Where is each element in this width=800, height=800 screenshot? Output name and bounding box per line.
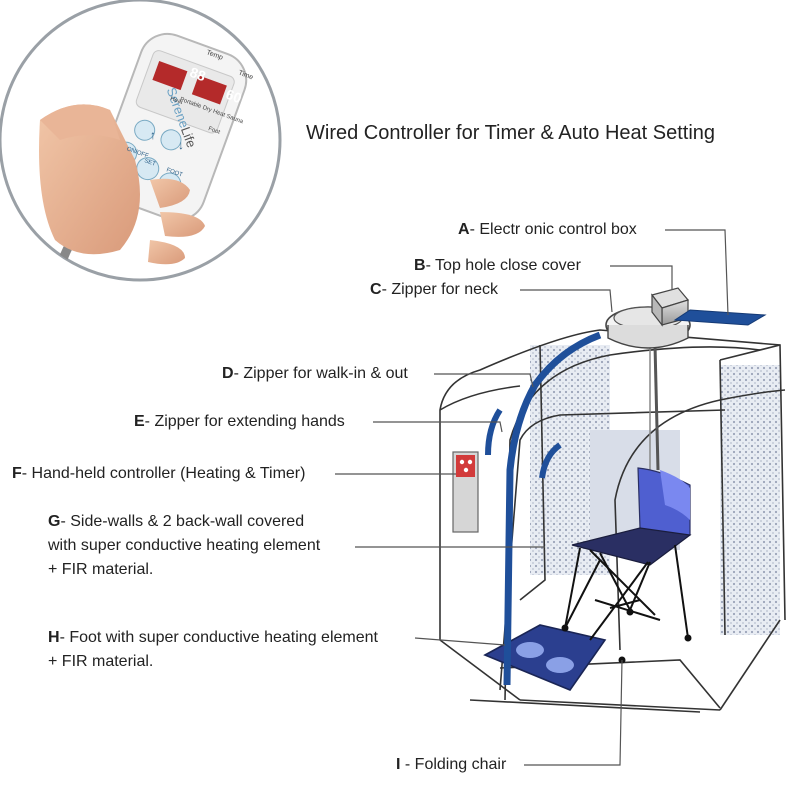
control-box	[650, 287, 767, 327]
controller-foot-button: FOOT	[165, 167, 184, 179]
label-d-letter: D	[222, 365, 234, 382]
label-g-line2: with super conductive heating element	[48, 537, 321, 554]
controller-display-temp: 88	[187, 63, 208, 85]
side-wall-panel-right	[720, 365, 780, 635]
label-h-text: - Foot with super conductive heating ele…	[59, 629, 378, 646]
label-e: E- Zipper for extending hands	[134, 410, 345, 434]
label-g: G- Side-walls & 2 back-wall covered with…	[48, 510, 320, 582]
controller-set-button: SET	[143, 158, 157, 168]
label-i: I - Folding chair	[396, 753, 506, 777]
controller-display-time: 60	[223, 85, 244, 107]
leader-lines	[335, 229, 729, 766]
label-e-letter: E	[134, 413, 145, 430]
label-a-letter: A	[458, 221, 470, 238]
label-b: B- Top hole close cover	[414, 254, 581, 278]
label-i-text: - Folding chair	[400, 756, 507, 773]
label-a-text: - Electr onic control box	[469, 221, 637, 238]
controller-label-time: Time	[237, 69, 255, 82]
label-b-letter: B	[414, 257, 426, 274]
label-c-letter: C	[370, 281, 382, 298]
controller-down-arrow-icon: ↓	[178, 138, 184, 152]
controller-photo-text: 88 60 Temp Time SereneLife Portable Dry …	[0, 0, 280, 280]
label-g-letter: G	[48, 513, 61, 530]
label-h-letter: H	[48, 629, 60, 646]
folding-chair	[561, 467, 692, 664]
label-e-text: - Zipper for extending hands	[144, 413, 345, 430]
zippers	[485, 331, 660, 686]
label-g-line3: + FIR material.	[48, 561, 154, 578]
label-g-text: - Side-walls & 2 back-wall covered	[60, 513, 305, 530]
label-h: H- Foot with super conductive heating el…	[48, 626, 378, 674]
label-i-letter: I	[396, 756, 401, 773]
hanging-controller	[452, 451, 479, 533]
controller-up-arrow-icon: ↑	[150, 128, 156, 142]
label-b-text: - Top hole close cover	[425, 257, 581, 274]
label-h-line2: + FIR material.	[48, 653, 154, 670]
controller-label-foot: Foot	[207, 126, 221, 136]
label-d: D- Zipper for walk-in & out	[222, 362, 408, 386]
controller-label-temp: Temp	[205, 49, 224, 62]
controller-photo	[0, 0, 282, 282]
label-f: F- Hand-held controller (Heating & Timer…	[12, 462, 305, 486]
sauna-tent	[439, 329, 786, 713]
brand-left: Serene	[163, 85, 193, 130]
label-c: C- Zipper for neck	[370, 278, 498, 302]
label-d-text: - Zipper for walk-in & out	[233, 365, 408, 382]
label-a: A- Electr onic control box	[458, 218, 637, 242]
label-f-letter: F	[12, 465, 22, 482]
page-title: Wired Controller for Timer & Auto Heat S…	[306, 122, 716, 144]
label-f-text: - Hand-held controller (Heating & Timer)	[21, 465, 306, 482]
label-c-text: - Zipper for neck	[381, 281, 499, 298]
